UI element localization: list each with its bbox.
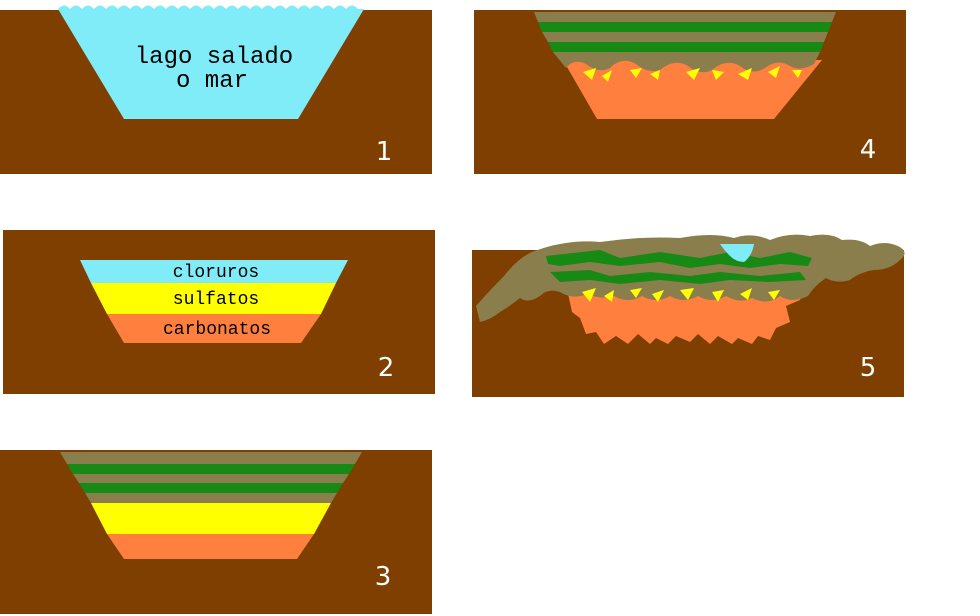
- panel-3-carbonates-layer: [107, 534, 314, 559]
- panel-2-sulfates-label: sulfatos: [173, 290, 259, 310]
- panel-3-green-layer-2: [79, 483, 343, 493]
- panel-2-number: 2: [378, 353, 395, 383]
- panel-3-sediment-layer-1: [60, 452, 362, 464]
- panel-1-label-line1: lago salado: [135, 44, 293, 71]
- panel-4-green-layer-1: [538, 22, 832, 32]
- panel-4-sediment-layer-1: [534, 12, 836, 22]
- panel-4: 4: [474, 10, 906, 174]
- panel-3-number: 3: [375, 562, 392, 592]
- panel-2-chlorides-label: cloruros: [173, 263, 259, 283]
- panel-4-number: 4: [860, 135, 877, 165]
- panel-2: cloruros sulfatos carbonatos 2: [3, 230, 435, 394]
- panel-4-sediment-layer-2: [542, 32, 828, 42]
- panel-1-number: 1: [376, 137, 393, 167]
- panel-2-carbonates-label: carbonatos: [163, 320, 271, 340]
- panel-5-number: 5: [860, 353, 877, 383]
- panel-3-sediment-layer-2: [73, 474, 349, 483]
- panel-1-label-line2: o mar: [176, 68, 248, 95]
- panel-3-sulfates-layer: [91, 503, 331, 534]
- panel-3: 3: [0, 450, 432, 614]
- panel-5: 5: [472, 235, 905, 397]
- panel-3-sediment-layer-3: [85, 493, 337, 503]
- panel-3-green-layer-1: [67, 464, 355, 474]
- panel-1: lago salado o mar 1: [0, 6, 432, 175]
